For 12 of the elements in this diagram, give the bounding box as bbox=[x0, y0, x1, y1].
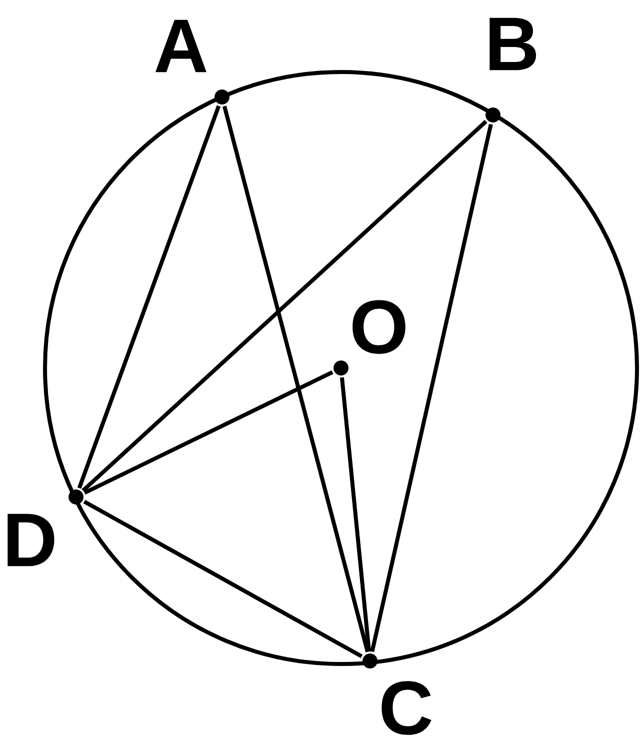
line-segment bbox=[84, 370, 334, 495]
point-label: C bbox=[382, 681, 432, 735]
line-segment bbox=[222, 106, 370, 652]
line-segment bbox=[82, 120, 488, 492]
point-label: D bbox=[8, 514, 54, 566]
line-segment bbox=[77, 105, 221, 489]
point-label: O bbox=[352, 300, 406, 354]
line-segment bbox=[370, 124, 493, 652]
line-segment bbox=[83, 500, 363, 658]
line-segment bbox=[340, 377, 372, 652]
point-label: A bbox=[155, 20, 206, 72]
point-label: B bbox=[490, 18, 536, 70]
